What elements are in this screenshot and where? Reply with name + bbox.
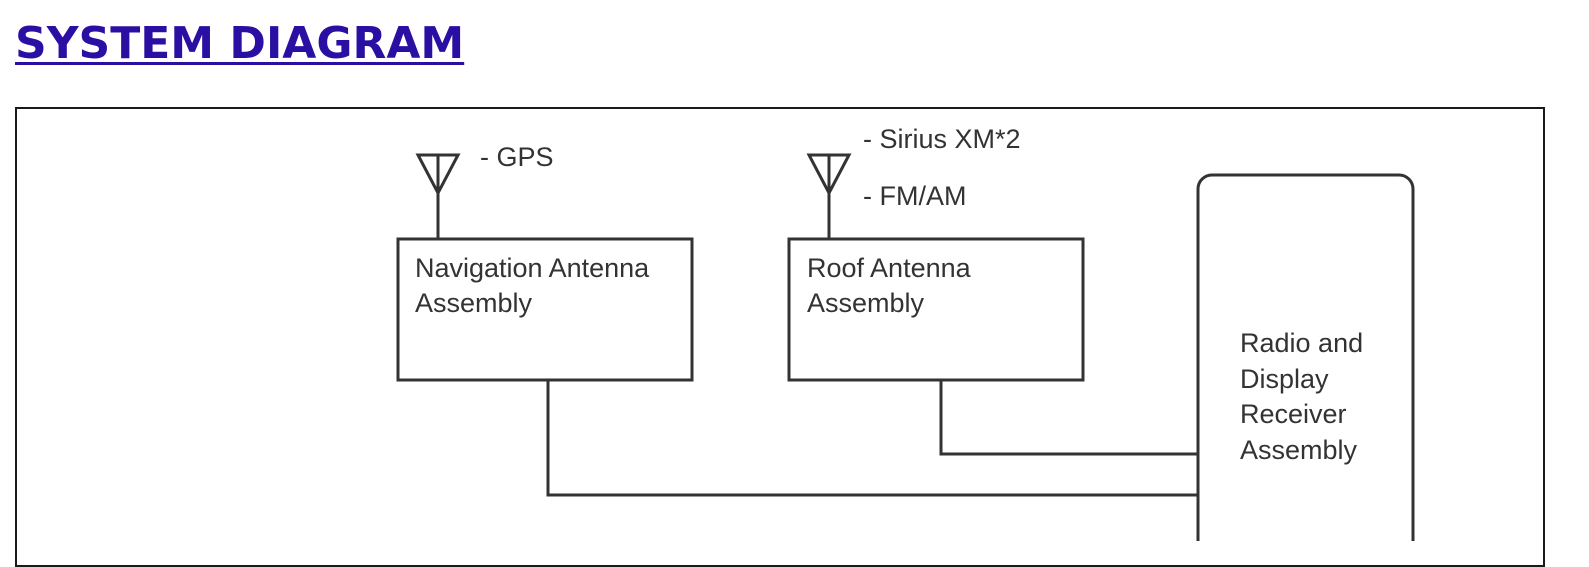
- navigation-antenna-assembly-box: [396, 237, 694, 382]
- receiver-label-line1: Radio and: [1240, 328, 1363, 358]
- receiver-label-line4: Assembly: [1240, 435, 1358, 465]
- sirius-xm-signal-label: - Sirius XM*2: [863, 124, 1021, 154]
- page-title[interactable]: SYSTEM DIAGRAM: [15, 18, 465, 69]
- navigation-antenna-label-line1: Navigation Antenna: [415, 253, 650, 283]
- navigation-antenna-label-line2: Assembly: [415, 288, 533, 318]
- roof-antenna-label-line1: Roof Antenna: [807, 253, 972, 283]
- gps-signal-label: - GPS: [480, 142, 554, 172]
- navigation-to-receiver-wire: [546, 380, 1198, 497]
- receiver-label-line2: Display: [1240, 364, 1329, 394]
- roof-antenna-icon: [806, 153, 852, 239]
- fm-am-signal-label: - FM/AM: [863, 181, 966, 211]
- roof-antenna-label-line2: Assembly: [807, 288, 925, 318]
- receiver-assembly-box: [1196, 173, 1415, 541]
- navigation-antenna-icon: [415, 153, 461, 239]
- roof-antenna-assembly-box: [787, 237, 1085, 382]
- system-diagram: - GPS - Sirius XM*2 - FM/AM Navigation A…: [396, 124, 1415, 541]
- roof-to-receiver-wire: [939, 380, 1198, 456]
- receiver-label-line3: Receiver: [1240, 399, 1347, 429]
